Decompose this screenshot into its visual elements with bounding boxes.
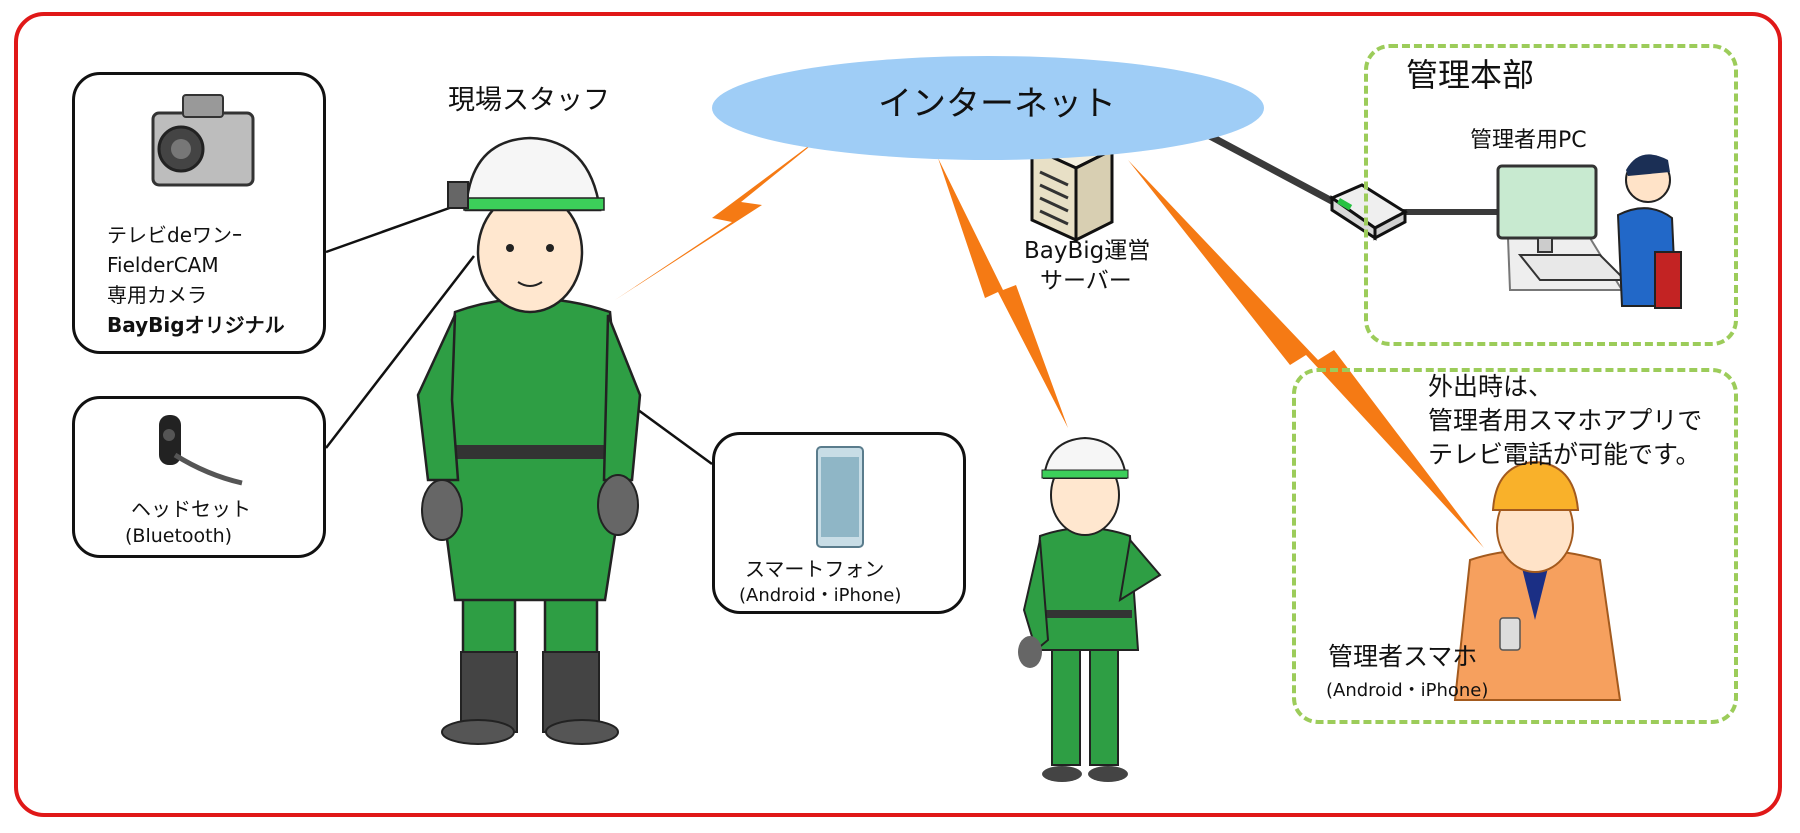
camera-line3: 専用カメラ	[107, 283, 207, 307]
headset-connector	[325, 255, 475, 449]
site-staff-label: 現場スタッフ	[448, 85, 610, 116]
camera-box: テレビdeワンｰ FielderCAM 専用カメラ BayBigオリジナル	[72, 72, 326, 354]
manager-figure	[1453, 460, 1622, 701]
smartphone-line1: スマートフォン	[745, 557, 885, 581]
headset-box: ヘッドセット (Bluetooth)	[72, 396, 326, 558]
lightning-to-manager	[1128, 160, 1484, 548]
hq-box	[1364, 44, 1738, 346]
internet-label: インターネット	[878, 84, 1116, 124]
internet-cloud	[712, 56, 1264, 160]
network-cable	[1206, 131, 1510, 215]
mobile-box	[1292, 368, 1738, 724]
server-label-line1: BayBig運営	[1024, 238, 1151, 264]
lightning-to-staff	[615, 130, 830, 300]
computer-icon	[1496, 164, 1628, 291]
admin-person	[1616, 154, 1682, 309]
headset-line2: (Bluetooth)	[125, 525, 233, 547]
smartphone-line2: (Android・iPhone)	[739, 585, 902, 606]
diagram-frame	[14, 12, 1782, 817]
mobile-note-line2: 管理者用スマホアプリで	[1428, 406, 1703, 435]
camera-icon	[151, 94, 255, 187]
camera-line2: FielderCAM	[107, 253, 219, 277]
admin-phone-label: 管理者スマホ	[1328, 642, 1478, 671]
admin-phone-sub: (Android・iPhone)	[1326, 680, 1489, 701]
camera-connector	[325, 204, 456, 254]
camera-line1: テレビdeワンｰ	[107, 223, 242, 247]
worker-figure	[1018, 436, 1162, 782]
smartphone-icon	[816, 446, 864, 548]
site-staff-figure	[416, 136, 642, 745]
smartphone-box: スマートフォン (Android・iPhone)	[712, 432, 966, 614]
admin-pc-label: 管理者用PC	[1470, 128, 1587, 153]
lightning-to-worker	[938, 158, 1068, 428]
headset-line1: ヘッドセット	[131, 497, 251, 521]
camera-line4: BayBigオリジナル	[107, 313, 285, 337]
mobile-note-line3: テレビ電話が可能です。	[1428, 440, 1701, 469]
headset-icon	[159, 415, 243, 486]
mobile-note-line1: 外出時は、	[1428, 372, 1554, 401]
hq-title: 管理本部	[1406, 56, 1535, 94]
server-label-line2: サーバー	[1040, 268, 1132, 294]
